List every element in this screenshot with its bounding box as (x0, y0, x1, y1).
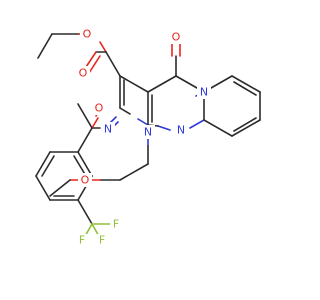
bond (231, 119, 261, 137)
ester-carbonyl-oxygen-label: O (79, 67, 88, 80)
molecule-structure: O O O O N N N N O F F F (35, 27, 261, 247)
bond (99, 41, 107, 53)
bond (88, 55, 101, 74)
ester-oxygen-label: O (83, 28, 92, 41)
fluorine-2-label: F (113, 218, 119, 231)
label-bg (78, 173, 92, 187)
label-bg (76, 234, 88, 246)
label-bg (96, 234, 108, 246)
molecule-diagram: O O O O N N N N O F F F (35, 27, 261, 247)
bond (91, 117, 99, 129)
bond (35, 175, 51, 201)
bond (119, 163, 149, 181)
label-bg (101, 122, 115, 136)
trifluoromethyl-phenyl-ring (35, 127, 113, 239)
bond (119, 75, 149, 93)
bond (157, 125, 171, 131)
bond (77, 127, 93, 153)
atom-labels: O O O O N N N N O F F F (76, 27, 211, 247)
label-bg (197, 85, 211, 99)
ring-nitrogen-bridge-label: N (177, 124, 185, 137)
bond (41, 155, 55, 177)
label-bg (169, 30, 183, 44)
bond (77, 103, 93, 129)
imine-nitrogen-label: N (104, 123, 112, 136)
bond (203, 119, 233, 137)
label-bg (80, 27, 94, 41)
bond (37, 33, 53, 59)
fluorine-3-label: F (79, 234, 85, 247)
bond (77, 199, 93, 225)
bond (35, 151, 51, 177)
ring-nitrogen-pyrido-label: N (200, 86, 208, 99)
bond (231, 75, 261, 93)
ring-nitrogen-1-label: N (144, 126, 152, 139)
bond (233, 117, 257, 132)
bond (105, 51, 121, 77)
label-bg (92, 101, 106, 115)
label-bg (76, 66, 90, 80)
amide-oxygen-label: O (95, 102, 104, 115)
methoxy-oxygen-label: O (81, 174, 90, 187)
label-bg (110, 218, 122, 230)
bond (49, 179, 71, 197)
bond (73, 155, 87, 177)
bond (119, 107, 131, 115)
label-bg (141, 125, 155, 139)
pyridopyrimidine-core (119, 43, 261, 137)
bond (233, 81, 257, 96)
ketone-oxygen-label: O (172, 31, 181, 44)
methoxyethyl-chain (49, 131, 149, 197)
label-bg (174, 123, 188, 137)
bond (147, 75, 177, 93)
bond (137, 118, 149, 126)
fluorine-1-label: F (99, 234, 105, 247)
bond (77, 151, 93, 177)
bond (189, 119, 205, 129)
